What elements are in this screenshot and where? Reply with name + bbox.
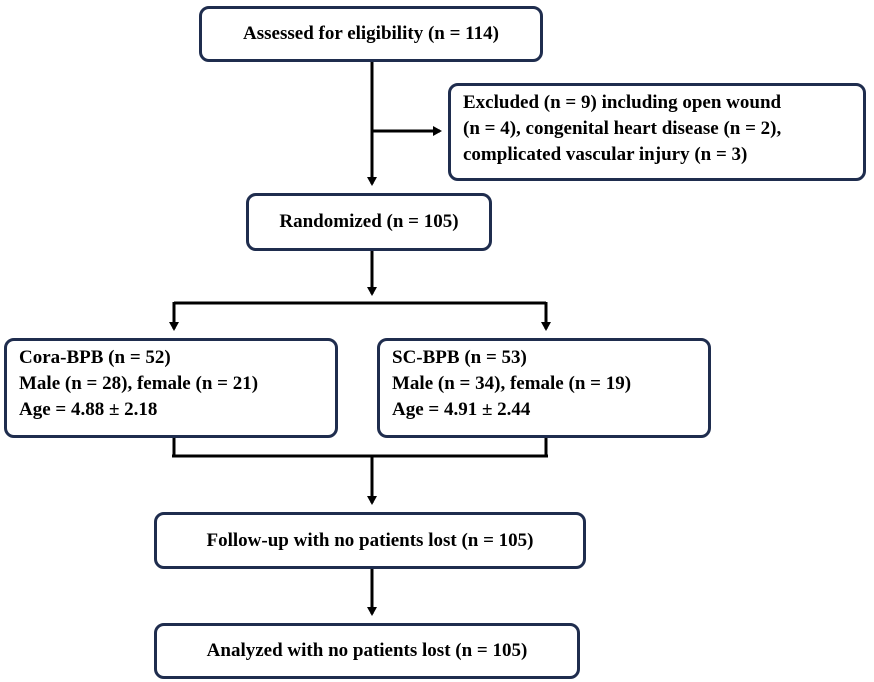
cora-title: Cora-BPB (n = 52) — [19, 347, 171, 368]
box-excluded: Excluded (n = 9) including open wound (n… — [448, 83, 866, 181]
cora-sex: Male (n = 28), female (n = 21) — [19, 373, 259, 394]
sc-sex: Male (n = 34), female (n = 19) — [392, 373, 632, 394]
assessed-label: Assessed for eligibility (n = 114) — [243, 23, 499, 44]
randomized-label: Randomized (n = 105) — [279, 211, 459, 232]
box-analyzed: Analyzed with no patients lost (n = 105) — [154, 623, 580, 679]
box-randomized: Randomized (n = 105) — [246, 193, 492, 251]
box-follow-up: Follow-up with no patients lost (n = 105… — [154, 512, 586, 569]
sc-title: SC-BPB (n = 53) — [392, 347, 527, 368]
analyzed-label: Analyzed with no patients lost (n = 105) — [206, 640, 528, 661]
excluded-line-3: complicated vascular injury (n = 3) — [463, 144, 748, 165]
box-group-cora-bpb: Cora-BPB (n = 52) Male (n = 28), female … — [4, 338, 338, 438]
excluded-line-2: (n = 4), congenital heart disease (n = 2… — [463, 118, 782, 139]
box-assessed-eligibility: Assessed for eligibility (n = 114) — [199, 6, 543, 62]
excluded-line-1: Excluded (n = 9) including open wound — [463, 92, 782, 113]
cora-age: Age = 4.88 ± 2.18 — [19, 399, 158, 420]
box-group-sc-bpb: SC-BPB (n = 53) Male (n = 34), female (n… — [377, 338, 711, 438]
sc-age: Age = 4.91 ± 2.44 — [392, 399, 531, 420]
followup-label: Follow-up with no patients lost (n = 105… — [206, 529, 534, 551]
